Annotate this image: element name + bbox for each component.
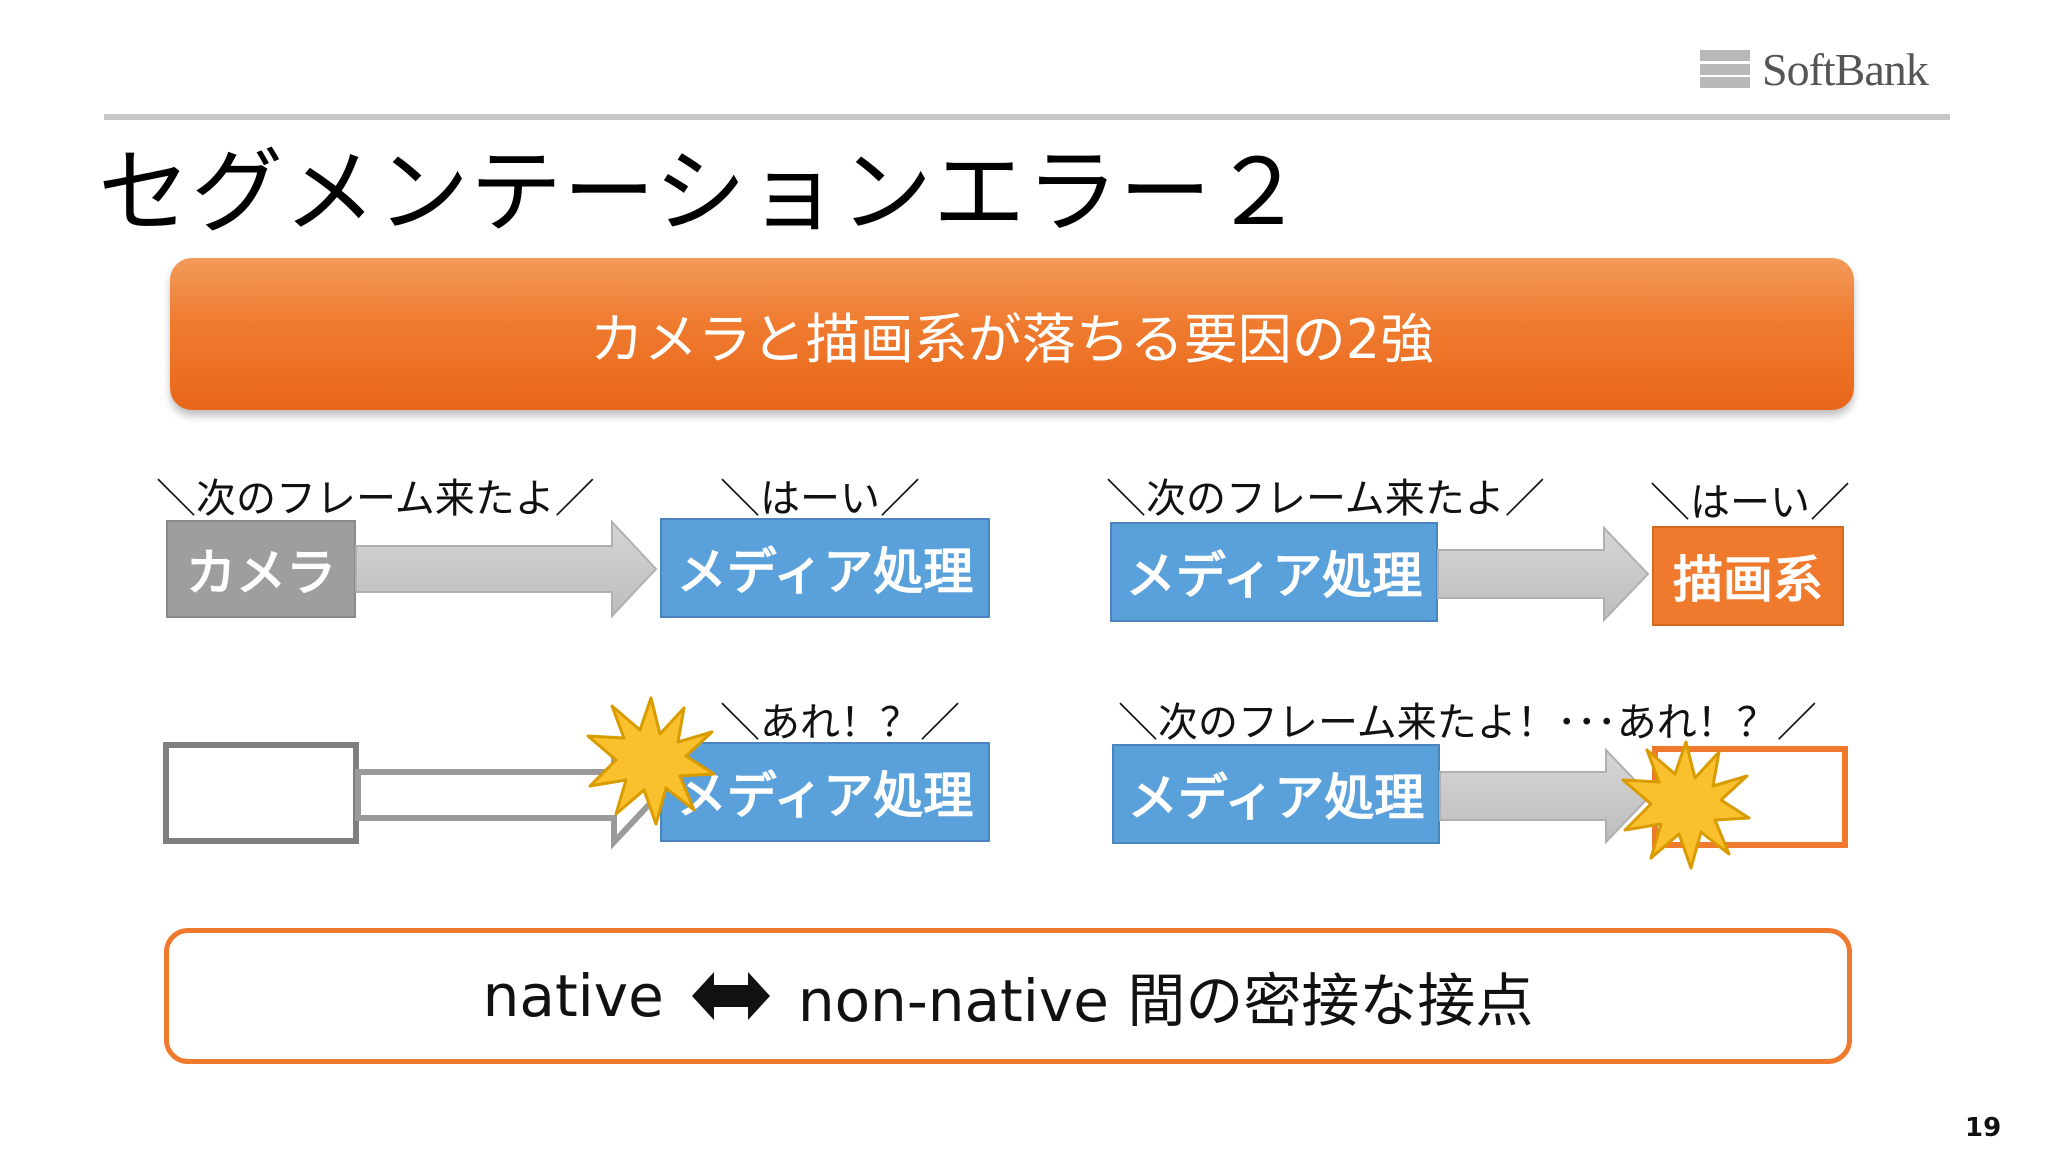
caption-next-frame: ＼次のフレーム来たよ／ bbox=[1106, 476, 1545, 522]
caption-reply: ＼はーい／ bbox=[720, 476, 920, 522]
softbank-logo: SoftBank bbox=[1700, 43, 1962, 95]
explosion-icon bbox=[1621, 740, 1751, 870]
caption-next-frame-what: ＼次のフレーム来たよ！･･･あれ！？／ bbox=[1118, 700, 1817, 746]
slide-title: セグメンテーションエラー２ bbox=[98, 139, 1306, 246]
header-rule bbox=[104, 114, 1950, 120]
right-arrow-icon bbox=[1439, 747, 1652, 845]
non-native-label: non-native 間の密接な接点 bbox=[797, 967, 1534, 1035]
media-processing-box: メディア処理 bbox=[660, 518, 990, 618]
caption-reply: ＼はーい／ bbox=[1650, 480, 1850, 526]
media-processing-box: メディア処理 bbox=[1112, 744, 1440, 844]
explosion-icon bbox=[586, 696, 716, 826]
page-number: 19 bbox=[1965, 1113, 2002, 1143]
media-processing-box: メディア処理 bbox=[1110, 522, 1438, 622]
native-label: native bbox=[482, 962, 664, 1030]
native-boundary-box: native non-native 間の密接な接点 bbox=[164, 928, 1852, 1064]
double-arrow-icon bbox=[691, 972, 770, 1020]
logo-bars-icon bbox=[1700, 50, 1750, 88]
crashed-camera-box bbox=[163, 742, 359, 844]
right-arrow-icon bbox=[1437, 525, 1650, 623]
camera-box: カメラ bbox=[166, 520, 356, 618]
rendering-box: 描画系 bbox=[1652, 526, 1844, 626]
summary-banner: カメラと描画系が落ちる要因の2強 bbox=[170, 258, 1854, 410]
right-arrow-icon bbox=[355, 519, 658, 619]
logo-text: SoftBank bbox=[1762, 43, 1929, 95]
caption-next-frame: ＼次のフレーム来たよ／ bbox=[156, 476, 595, 522]
media-processing-box: メディア処理 bbox=[660, 742, 990, 842]
caption-what: ＼あれ！？／ bbox=[720, 700, 960, 746]
